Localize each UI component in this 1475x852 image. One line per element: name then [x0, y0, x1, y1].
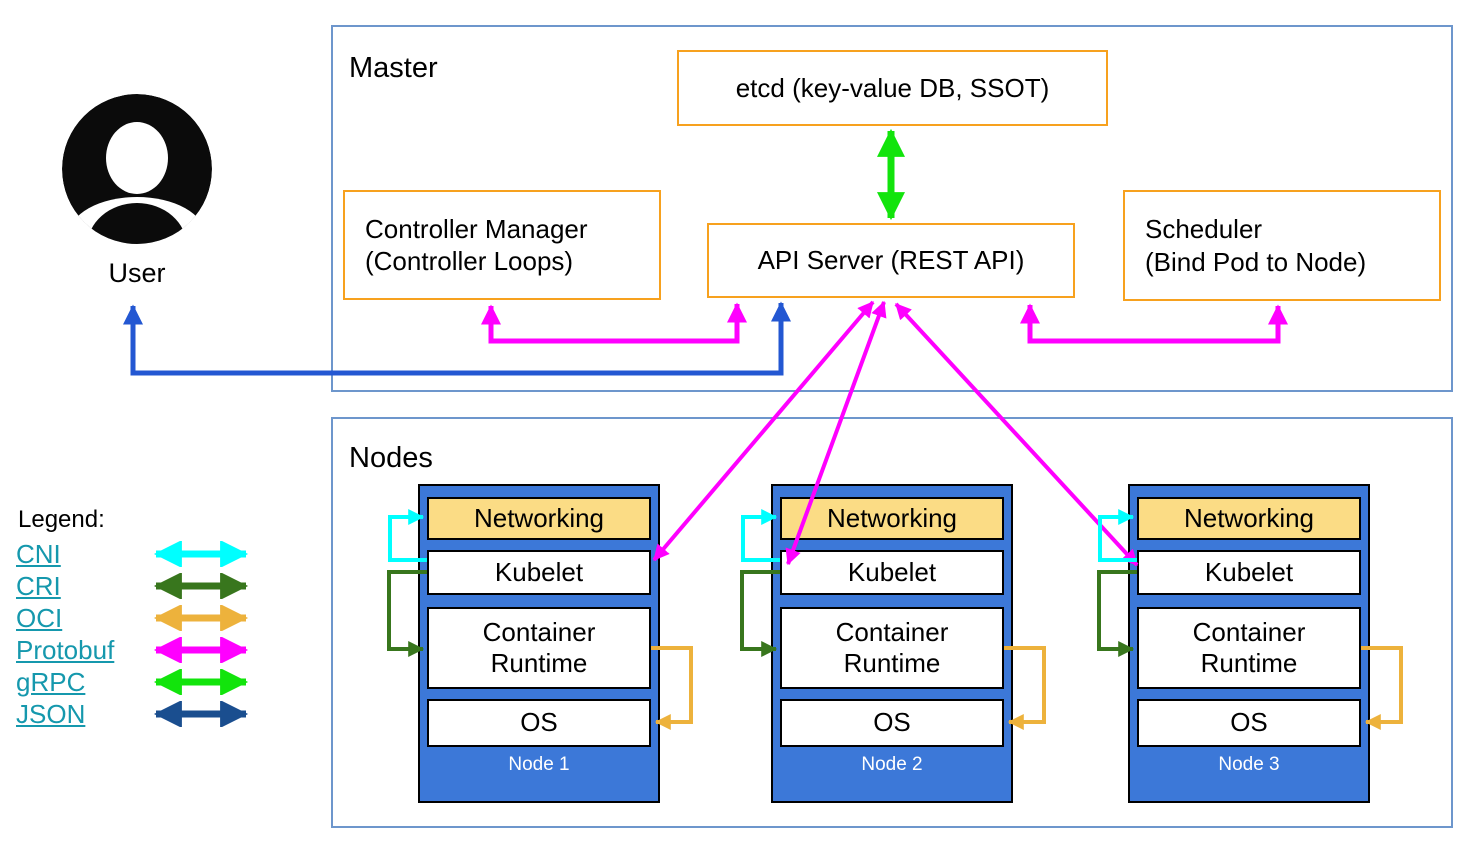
node-1: Networking Kubelet Container Runtime OS … [418, 484, 660, 803]
networking-label: Networking [826, 502, 958, 533]
user-label: User [108, 258, 166, 288]
controller-manager-label: Controller Manager (Controller Loops) [365, 213, 588, 278]
container-runtime-label: Container Runtime [1192, 616, 1306, 678]
networking-label: Networking [473, 502, 605, 533]
legend-row-oci: OCI [16, 602, 276, 634]
node-3-name: Node 3 [1218, 754, 1280, 775]
legend-row-protobuf: Protobuf [16, 634, 276, 666]
node-2: Networking Kubelet Container Runtime OS … [771, 484, 1013, 803]
legend-row-json: JSON [16, 698, 276, 730]
scheduler-label: Scheduler (Bind Pod to Node) [1145, 213, 1366, 278]
node-3: Networking Kubelet Container Runtime OS … [1128, 484, 1370, 803]
container-runtime-label: Container Runtime [482, 616, 596, 678]
json-arrow-sample [153, 701, 249, 727]
grpc-link[interactable]: gRPC [16, 666, 86, 697]
nodes-container [331, 417, 1453, 828]
networking-label: Networking [1183, 502, 1315, 533]
protobuf-arrow-sample [153, 637, 249, 663]
legend: Legend: CNI CRI OCI Protobuf gRP [16, 506, 276, 730]
cni-link[interactable]: CNI [16, 538, 61, 569]
controller-manager-box: Controller Manager (Controller Loops) [343, 190, 661, 300]
node-2-container-runtime-box: Container Runtime [780, 607, 1004, 689]
grpc-arrow-sample [153, 669, 249, 695]
protobuf-link[interactable]: Protobuf [16, 634, 115, 665]
kubelet-label: Kubelet [494, 556, 584, 587]
legend-row-grpc: gRPC [16, 666, 276, 698]
etcd-box: etcd (key-value DB, SSOT) [677, 50, 1108, 126]
os-label: OS [1230, 707, 1268, 738]
legend-row-cni: CNI [16, 538, 276, 570]
node-3-container-runtime-box: Container Runtime [1137, 607, 1361, 689]
scheduler-line2: (Bind Pod to Node) [1145, 246, 1367, 277]
node-2-kubelet-box: Kubelet [780, 550, 1004, 595]
os-label: OS [520, 707, 558, 738]
kubelet-label: Kubelet [847, 556, 937, 587]
cni-arrow-sample [153, 541, 249, 567]
controller-manager-line2: (Controller Loops) [365, 246, 574, 276]
node-1-name: Node 1 [508, 754, 570, 775]
api-server-label: API Server (REST API) [757, 245, 1025, 276]
nodes-title: Nodes [349, 442, 433, 474]
node-1-kubelet-box: Kubelet [427, 550, 651, 595]
node-3-networking-box: Networking [1137, 497, 1361, 540]
legend-row-cri: CRI [16, 570, 276, 602]
cri-arrow-sample [153, 573, 249, 599]
os-label: OS [873, 707, 911, 738]
node-3-kubelet-box: Kubelet [1137, 550, 1361, 595]
scheduler-line1: Scheduler [1145, 214, 1263, 244]
container-runtime-label: Container Runtime [835, 616, 949, 678]
master-title: Master [349, 52, 438, 84]
node-1-os-box: OS [427, 699, 651, 747]
node-3-os-box: OS [1137, 699, 1361, 747]
node-2-networking-box: Networking [780, 497, 1004, 540]
oci-link[interactable]: OCI [16, 602, 63, 633]
legend-title: Legend: [18, 506, 105, 533]
node-1-container-runtime-box: Container Runtime [427, 607, 651, 689]
controller-manager-line1: Controller Manager [365, 213, 588, 244]
master-container [331, 25, 1453, 392]
node-1-networking-box: Networking [427, 497, 651, 540]
oci-arrow-sample [153, 605, 249, 631]
scheduler-box: Scheduler (Bind Pod to Node) [1123, 190, 1441, 301]
kubelet-label: Kubelet [1204, 556, 1294, 587]
user-avatar-icon [62, 94, 212, 244]
cri-link[interactable]: CRI [16, 570, 61, 601]
api-server-box: API Server (REST API) [707, 223, 1075, 298]
json-link[interactable]: JSON [16, 698, 86, 729]
node-2-name: Node 2 [861, 754, 923, 775]
etcd-label: etcd (key-value DB, SSOT) [735, 72, 1050, 103]
node-2-os-box: OS [780, 699, 1004, 747]
